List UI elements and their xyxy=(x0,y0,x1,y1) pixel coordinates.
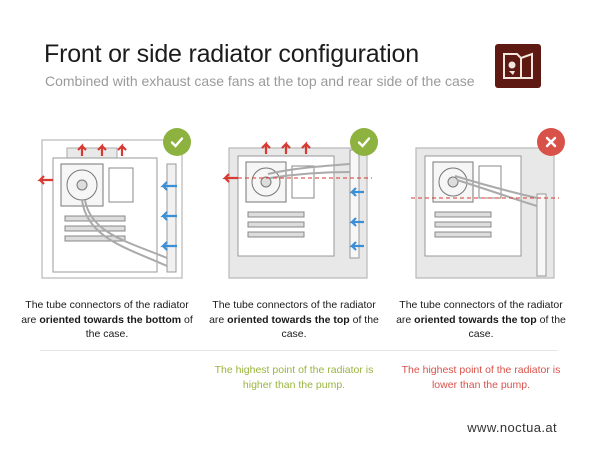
case-diagram xyxy=(222,141,372,279)
checkmark-icon xyxy=(350,128,378,156)
divider xyxy=(40,350,558,351)
config-note: The highest point of the radiator is hig… xyxy=(214,364,374,391)
desc-bold: the top xyxy=(501,313,537,326)
case-diagram xyxy=(37,139,183,279)
config-diagram-top-connectors-low xyxy=(401,128,565,288)
desc-text: of the case. xyxy=(85,313,193,341)
desc-bold: oriented towards xyxy=(414,313,499,326)
page-subtitle: Combined with exhaust case fans at the t… xyxy=(45,73,475,89)
desc-text: of the case. xyxy=(468,313,566,341)
cross-icon xyxy=(537,128,565,156)
config-diagram-top-connectors-high xyxy=(214,128,378,288)
desc-bold: the top xyxy=(314,313,350,326)
page-title: Front or side radiator configuration xyxy=(44,40,419,68)
config-description: The tube connectors of the radiator are … xyxy=(17,298,197,342)
desc-text: The tube connectors of the radiator are xyxy=(209,299,376,326)
config-description: The tube connectors of the radiator are … xyxy=(204,298,384,342)
config-note: The highest point of the radiator is low… xyxy=(401,364,561,391)
checkmark-icon xyxy=(163,128,191,156)
case-diagram xyxy=(411,147,559,279)
website-link[interactable]: www.noctua.at xyxy=(467,420,557,435)
noctua-owl-logo xyxy=(495,44,541,88)
desc-text: of the case. xyxy=(281,313,379,341)
desc-text: The tube connectors of the radiator are xyxy=(21,299,189,326)
desc-bold: oriented towards xyxy=(39,313,124,326)
desc-bold: oriented towards xyxy=(227,313,312,326)
config-diagram-bottom-connectors xyxy=(27,128,191,288)
desc-bold: the bottom xyxy=(126,313,182,326)
config-description: The tube connectors of the radiator are … xyxy=(391,298,571,342)
desc-text: The tube connectors of the radiator are xyxy=(396,299,563,326)
